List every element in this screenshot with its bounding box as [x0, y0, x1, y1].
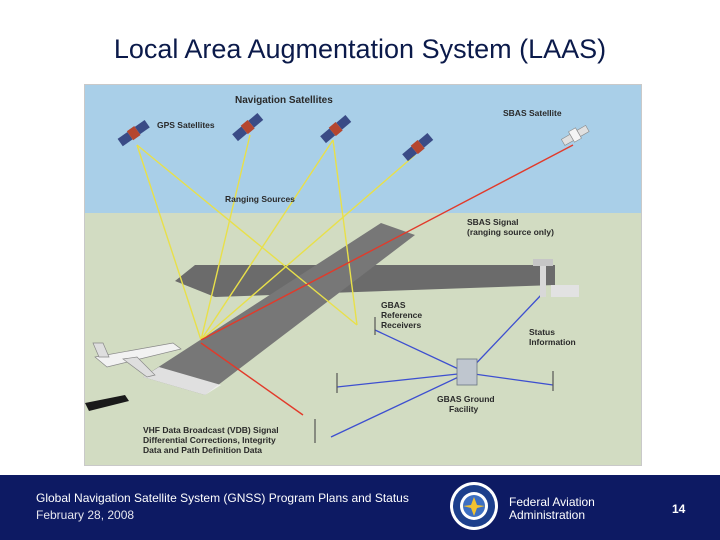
ranging-signal-6 — [332, 139, 358, 326]
ranging-signals — [136, 134, 416, 341]
crossing-runway — [175, 265, 555, 297]
gps-satellite-1-icon — [117, 119, 150, 147]
status-link-3 — [466, 372, 554, 386]
faa-seal-icon — [450, 482, 498, 530]
sbas-satellite-icon — [560, 124, 590, 146]
ranging-signal-3 — [200, 139, 334, 341]
label-vdb-1: VHF Data Broadcast (VDB) Signal — [143, 425, 279, 435]
aircraft-shadow-icon — [85, 395, 129, 411]
label-gbas-ref-3: Receivers — [381, 320, 421, 330]
label-sbas-signal-1: SBAS Signal — [467, 217, 518, 227]
aircraft-icon — [92, 342, 182, 378]
status-link-5 — [330, 372, 468, 438]
label-gbas-ref-1: GBAS — [381, 300, 406, 310]
laas-diagram-svg: Navigation Satellites GPS Satellites SBA… — [85, 85, 641, 465]
gps-satellite-2-icon — [232, 113, 264, 142]
label-vdb-2: Differential Corrections, Integrity — [143, 435, 276, 445]
label-status-2: Information — [529, 337, 576, 347]
footer-agency-name: Federal Aviation Administration — [509, 496, 595, 522]
label-gbas-ground-2: Facility — [449, 404, 479, 414]
page-number: 14 — [672, 502, 686, 516]
label-ranging-sources: Ranging Sources — [225, 194, 295, 204]
gps-satellite-4-icon — [402, 133, 434, 162]
label-gbas-ground-1: GBAS Ground — [437, 394, 495, 404]
ranging-signal-2 — [200, 134, 251, 341]
label-gbas-ref-2: Reference — [381, 310, 422, 320]
label-sbas-signal-2: (ranging source only) — [467, 227, 554, 237]
vdb-signal-line — [200, 342, 304, 416]
footer-date: February 28, 2008 — [36, 508, 135, 522]
label-sbas-satellite: SBAS Satellite — [503, 108, 562, 118]
gps-satellite-3-icon — [320, 115, 352, 144]
status-link-4 — [466, 292, 544, 374]
label-vdb-3: Data and Path Definition Data — [143, 445, 262, 455]
footer-agency-line1: Federal Aviation — [509, 495, 595, 509]
laas-diagram: Navigation Satellites GPS Satellites SBA… — [84, 84, 642, 466]
ranging-signal-1 — [136, 144, 202, 341]
main-runway — [143, 223, 415, 395]
sbas-signal-line — [200, 144, 574, 341]
ground-facility-icon — [456, 358, 478, 386]
control-tower-icon — [533, 259, 579, 297]
slide-title: Local Area Augmentation System (LAAS) — [113, 34, 607, 64]
status-link-2 — [336, 372, 468, 388]
ranging-signal-4 — [200, 154, 416, 341]
sky-area — [85, 85, 641, 213]
label-gps-satellites: GPS Satellites — [157, 120, 215, 130]
footer-bar: Global Navigation Satellite System (GNSS… — [0, 475, 720, 540]
runway-threshold — [143, 367, 221, 395]
status-links — [330, 292, 554, 438]
footer-program-title: Global Navigation Satellite System (GNSS… — [36, 491, 409, 505]
ranging-signal-5 — [136, 144, 358, 326]
label-status-1: Status — [529, 327, 555, 337]
label-navigation-satellites: Navigation Satellites — [235, 95, 333, 106]
footer-agency-line2: Administration — [509, 508, 586, 522]
status-link-1 — [374, 329, 468, 374]
